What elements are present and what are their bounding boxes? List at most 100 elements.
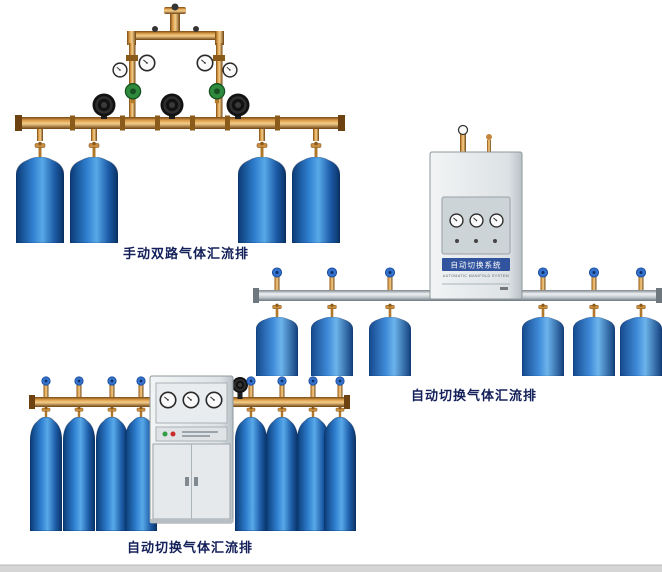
- gas-cylinder: [96, 417, 128, 531]
- cabinet-top-fitting: [460, 134, 466, 152]
- pressure-regulator: [124, 83, 142, 104]
- door-handle: [500, 287, 508, 290]
- door-handle: [185, 477, 189, 486]
- pipe-end-cap: [338, 115, 345, 131]
- cylinder-station: [573, 267, 615, 376]
- control-cabinet: 自动切换系统 AUTOMATIC MANIFOLD SYSTEM: [429, 124, 523, 300]
- cabinet-label: 自动切换系统: [451, 260, 502, 270]
- pressure-gauge: [159, 391, 177, 409]
- gas-cylinder: [30, 417, 62, 531]
- black-handwheel-icon: [91, 92, 117, 118]
- cabinet-label-strip: [442, 258, 510, 271]
- pipe-riser: [638, 277, 644, 290]
- pipe-union: [190, 115, 195, 131]
- cylinder-station: [70, 129, 118, 243]
- blue-handwheel-icon: [326, 267, 338, 278]
- black-handwheel-icon: [225, 92, 251, 118]
- pipe-riser: [76, 385, 82, 397]
- gas-cylinder: [235, 417, 267, 531]
- door-handle: [194, 477, 198, 486]
- pressure-gauge: [138, 54, 156, 72]
- cylinder-valve: [385, 303, 395, 317]
- cylinder-station: [522, 267, 564, 376]
- gas-cylinder: [70, 157, 118, 243]
- gas-cylinder: [311, 317, 353, 376]
- blue-handwheel-icon: [384, 267, 396, 278]
- drop-fitting: [313, 129, 319, 141]
- pipe-riser: [337, 385, 343, 397]
- pressure-gauge: [112, 62, 128, 78]
- blue-handwheel-icon: [107, 376, 117, 386]
- pipe-union: [126, 55, 138, 61]
- cylinder-station: [324, 376, 356, 531]
- pipe-riser: [387, 277, 393, 290]
- indicator-light: [474, 239, 478, 243]
- drop-fitting: [37, 129, 43, 141]
- drop-pipe-right: [216, 43, 223, 119]
- blue-handwheel-icon: [74, 376, 84, 386]
- pipe-riser: [274, 277, 280, 290]
- blue-handwheel-icon: [308, 376, 318, 386]
- header-valve-knob: [193, 26, 199, 32]
- blue-handwheel-icon: [136, 376, 146, 386]
- panel-text-line: [182, 431, 218, 433]
- cylinder-station: [16, 129, 64, 243]
- manifold-header-pipe: [18, 117, 342, 129]
- header-pipe: [127, 31, 224, 40]
- pipe-riser: [138, 385, 144, 397]
- gas-cylinder: [292, 157, 340, 243]
- pipe-end-cap: [15, 115, 22, 131]
- cylinder-valve: [538, 303, 548, 317]
- blue-handwheel-icon: [588, 267, 600, 278]
- pressure-gauge: [182, 391, 200, 409]
- pipe-union: [155, 115, 160, 131]
- pipe-union: [120, 115, 125, 131]
- gas-cylinder: [238, 157, 286, 243]
- indicator-light-red: [170, 431, 176, 437]
- fitting-cap: [486, 134, 492, 140]
- blue-handwheel-icon: [271, 267, 283, 278]
- panel-text-line: [182, 435, 210, 437]
- cylinder-station: [125, 376, 157, 531]
- drop-fitting: [259, 129, 265, 141]
- pipe-riser: [43, 385, 49, 397]
- gas-cylinder: [369, 317, 411, 376]
- small-gauge: [457, 124, 469, 136]
- black-handwheel-icon: [159, 92, 185, 118]
- pipe-union: [213, 55, 225, 61]
- cylinder-station: [297, 376, 329, 531]
- cabinet-control-strip: [155, 426, 228, 442]
- manual-dual-manifold-illustration: 手动双路气体汇流排: [15, 3, 345, 261]
- pipe-riser: [329, 277, 335, 290]
- cabinet-top-fitting: [487, 140, 491, 152]
- pipe-riser: [540, 277, 546, 290]
- pipe-riser: [279, 385, 285, 397]
- header-elbow-right: [215, 31, 224, 45]
- cylinder-station: [266, 376, 298, 531]
- header-valve-knob: [152, 26, 158, 32]
- pipe-union: [70, 115, 75, 131]
- indicator-light-green: [162, 431, 168, 437]
- cylinder-valve: [88, 141, 100, 157]
- pipe-end-cap: [344, 395, 350, 409]
- indicator-light: [455, 239, 459, 243]
- drop-pipe-left: [129, 43, 136, 119]
- cylinder-station: [238, 129, 286, 243]
- gas-cylinder: [256, 317, 298, 376]
- pressure-gauge: [469, 213, 484, 228]
- caption-auto-switch-manifold-bottom: 自动切换气体汇流排: [127, 540, 253, 555]
- pipe-end-cap: [29, 395, 35, 409]
- center-riser-pipe: [170, 12, 180, 36]
- header-elbow-left: [127, 31, 136, 45]
- gas-cylinder: [620, 317, 662, 376]
- footer-strip: [0, 565, 662, 572]
- cylinder-valve: [34, 141, 46, 157]
- pressure-gauge: [205, 391, 223, 409]
- valve-stem: [237, 391, 243, 399]
- manifold-valve: [231, 376, 249, 399]
- gas-cylinder: [324, 417, 356, 531]
- pipe-riser: [310, 385, 316, 397]
- cylinder-station: [30, 376, 62, 531]
- blue-handwheel-icon: [246, 376, 256, 386]
- control-cabinet-tall: [149, 375, 234, 524]
